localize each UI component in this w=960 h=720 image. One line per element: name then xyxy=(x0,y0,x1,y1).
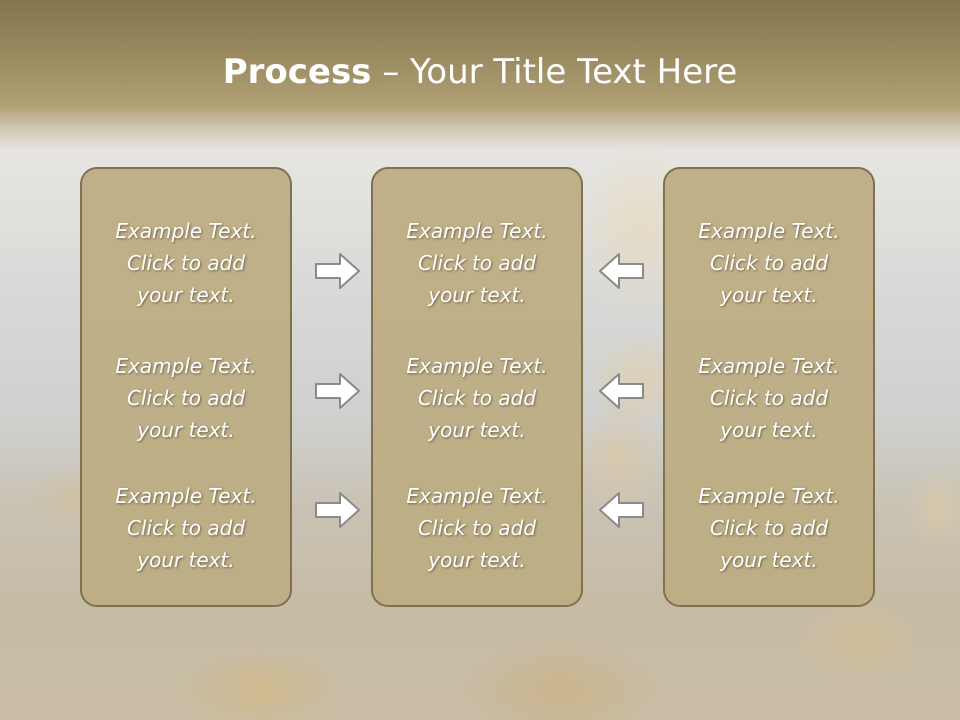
text-placeholder[interactable]: Example Text. Click to add your text. xyxy=(665,350,873,446)
text-line: your text. xyxy=(428,418,526,442)
text-line: Click to add xyxy=(126,516,246,540)
text-placeholder[interactable]: Example Text. Click to add your text. xyxy=(665,215,873,311)
text-placeholder[interactable]: Example Text. Click to add your text. xyxy=(373,215,581,311)
text-placeholder[interactable]: Example Text. Click to add your text. xyxy=(82,480,290,576)
text-line: Click to add xyxy=(126,386,246,410)
arrow-right-icon[interactable] xyxy=(314,251,362,291)
title-bold: Process xyxy=(222,52,372,92)
text-line: your text. xyxy=(720,418,818,442)
process-box-left[interactable]: Example Text. Click to add your text. Ex… xyxy=(80,167,292,607)
text-line: Example Text. xyxy=(698,219,840,243)
arrow-left-icon[interactable] xyxy=(597,371,645,411)
text-line: Click to add xyxy=(126,251,246,275)
text-line: Example Text. xyxy=(115,219,257,243)
text-line: Example Text. xyxy=(406,219,548,243)
text-line: your text. xyxy=(137,418,235,442)
text-line: your text. xyxy=(720,283,818,307)
text-line: Example Text. xyxy=(406,484,548,508)
slide-title[interactable]: Process – Your Title Text Here xyxy=(0,52,960,92)
process-box-center[interactable]: Example Text. Click to add your text. Ex… xyxy=(371,167,583,607)
arrow-left-icon[interactable] xyxy=(597,490,645,530)
title-band xyxy=(0,0,960,150)
text-line: Click to add xyxy=(417,251,537,275)
text-placeholder[interactable]: Example Text. Click to add your text. xyxy=(82,215,290,311)
arrow-left-icon[interactable] xyxy=(597,251,645,291)
text-line: your text. xyxy=(720,548,818,572)
text-line: your text. xyxy=(428,283,526,307)
text-line: Example Text. xyxy=(115,484,257,508)
text-line: your text. xyxy=(428,548,526,572)
text-line: your text. xyxy=(137,548,235,572)
text-line: Example Text. xyxy=(406,354,548,378)
text-placeholder[interactable]: Example Text. Click to add your text. xyxy=(82,350,290,446)
title-rest: – Your Title Text Here xyxy=(371,52,738,92)
process-box-right[interactable]: Example Text. Click to add your text. Ex… xyxy=(663,167,875,607)
text-placeholder[interactable]: Example Text. Click to add your text. xyxy=(665,480,873,576)
text-placeholder[interactable]: Example Text. Click to add your text. xyxy=(373,480,581,576)
text-line: Click to add xyxy=(417,386,537,410)
text-line: Click to add xyxy=(709,516,829,540)
text-line: Example Text. xyxy=(698,354,840,378)
text-line: Click to add xyxy=(709,386,829,410)
arrow-right-icon[interactable] xyxy=(314,371,362,411)
text-line: Click to add xyxy=(417,516,537,540)
text-placeholder[interactable]: Example Text. Click to add your text. xyxy=(373,350,581,446)
text-line: your text. xyxy=(137,283,235,307)
text-line: Example Text. xyxy=(115,354,257,378)
arrow-right-icon[interactable] xyxy=(314,490,362,530)
text-line: Click to add xyxy=(709,251,829,275)
text-line: Example Text. xyxy=(698,484,840,508)
